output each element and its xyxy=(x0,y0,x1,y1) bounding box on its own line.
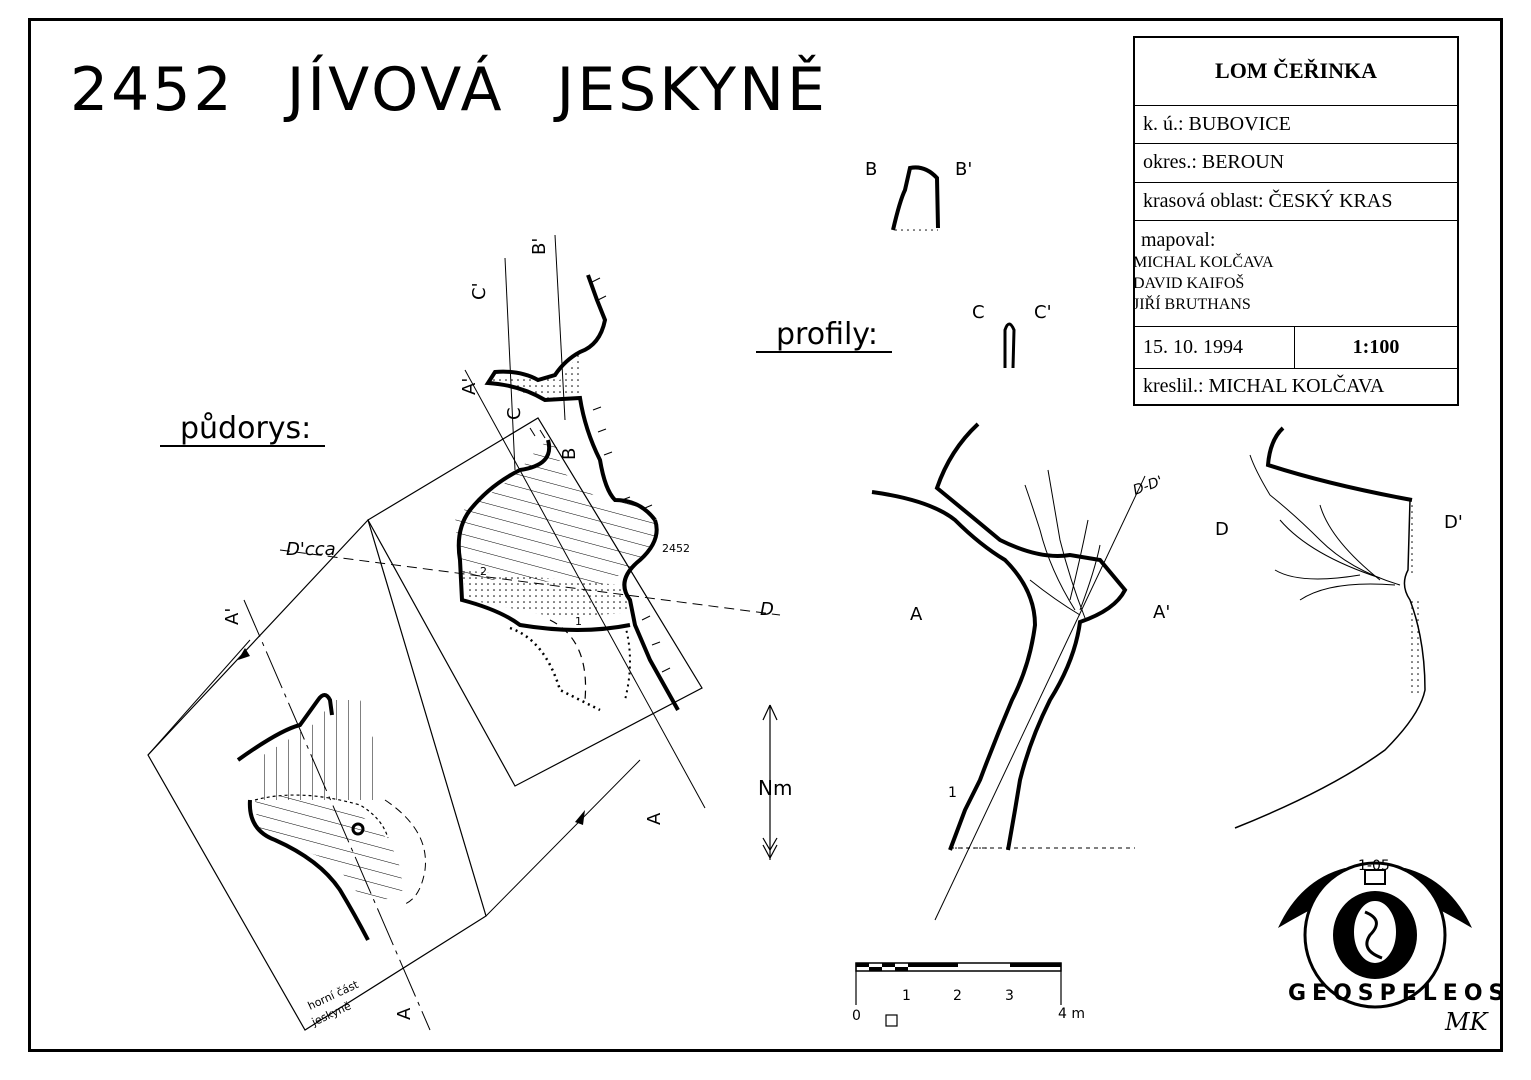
logo-code: 1-05 xyxy=(1358,858,1390,874)
section-c-prime-label: C' xyxy=(1034,302,1052,323)
profile-d-d-prime-label: D-D' xyxy=(1131,473,1165,498)
signature: MK xyxy=(1444,1008,1490,1036)
logo-name: GEOSPELEOS xyxy=(1288,981,1510,1006)
inset-arrow-line xyxy=(147,639,251,756)
inset-wall-top xyxy=(236,693,334,762)
scale-bar: 0 1 2 3 4 m xyxy=(852,962,1085,1027)
cave-number-label: 2452 xyxy=(662,542,690,555)
plan-label-a: A xyxy=(644,812,665,825)
map-frame xyxy=(28,18,1503,1052)
map-scale: 1:100 xyxy=(1352,336,1400,358)
section-b-label: B xyxy=(865,159,877,180)
scale-tick-2: 2 xyxy=(953,988,962,1004)
profile-a-wall-east xyxy=(934,422,1128,851)
plan-label-c: C xyxy=(504,407,525,420)
plan-label-b-prime: B' xyxy=(529,238,550,255)
inset-dashed-outline xyxy=(384,799,426,906)
cave-name-1: JÍVOVÁ xyxy=(286,55,505,125)
drawn-by: kreslil.: MICHAL KOLČAVA xyxy=(1143,375,1385,397)
district: okres.: BEROUN xyxy=(1135,144,1457,183)
inset-vertical-hatch xyxy=(255,700,380,800)
plan-wall-east-lower xyxy=(622,519,680,711)
cadastre: k. ú.: BUBOVICE xyxy=(1135,106,1457,144)
plan-label-b: B xyxy=(559,448,580,460)
north-arrow: Nm xyxy=(758,704,792,860)
inset-arrow-head-1 xyxy=(238,648,250,660)
profile-a-point-1: 1 xyxy=(948,785,957,801)
plan-label-a-prime: A' xyxy=(459,378,480,395)
profile-d-prime-label: D' xyxy=(1444,512,1463,533)
inset-hatched-floor xyxy=(255,795,403,905)
mapped-by-label: mapoval: xyxy=(1141,229,1216,251)
plan-label-d-prime-cca: D'cca xyxy=(286,539,336,560)
scale-tick-4: 4 m xyxy=(1058,1006,1085,1022)
plan-hatched-floor xyxy=(455,440,656,585)
geospeleos-logo: 1-05 GEOSPELEOS xyxy=(1278,858,1510,1009)
inset-label-a: A xyxy=(394,1007,415,1020)
inset-dripline xyxy=(254,794,389,839)
inset-point-marker xyxy=(351,822,365,836)
plan-frame xyxy=(367,417,703,787)
profile-d-label: D xyxy=(1215,519,1229,540)
plan-dripline xyxy=(509,626,601,712)
section-line-d xyxy=(279,549,781,616)
plan-dashed-outline xyxy=(549,619,587,701)
north-label: Nm xyxy=(758,776,792,800)
plan-dripline-2 xyxy=(624,624,631,701)
inset-arrow-head-2 xyxy=(575,810,585,825)
locality-name: LOM ČEŘINKA xyxy=(1135,38,1457,106)
mapped-by: mapoval: MICHAL KOLČAVA DAVID KAIFOŠ JIŘ… xyxy=(1133,221,1457,327)
section-c-label: C xyxy=(972,302,985,323)
profile-a: 1 A A' D-D' xyxy=(871,422,1170,921)
scale-tick-3: 3 xyxy=(1005,988,1014,1004)
plan-upper-part: A' A horní část jeskyně xyxy=(147,518,641,1031)
plan-wall-east xyxy=(484,274,657,522)
mapper-3: JIŘÍ BRUTHANS xyxy=(1133,296,1251,313)
plan-point-1: 1 xyxy=(575,615,582,628)
plan-point-2: 2 xyxy=(480,565,487,578)
plan-main: 2452 C' B' A' C B D'cca D A 2 1 xyxy=(279,234,781,825)
profile-d-wall-top xyxy=(1265,426,1413,502)
mapper-1: MICHAL KOLČAVA xyxy=(1133,254,1274,271)
inset-wall-bottom xyxy=(247,799,370,941)
profile-a-section-line xyxy=(934,475,1146,921)
profile-a-prime-label: A' xyxy=(1153,602,1170,623)
profile-d-roots xyxy=(1249,454,1401,601)
profile-a-wall-west xyxy=(871,490,1038,851)
inset-label-a-prime: A' xyxy=(222,608,243,625)
profile-d: D D' xyxy=(1215,426,1463,829)
plan-label-d: D xyxy=(760,599,774,620)
cross-section-c: C C' xyxy=(972,302,1052,369)
plan-wall-west xyxy=(456,439,631,632)
info-table: LOM ČEŘINKA k. ú.: BUBOVICE okres.: BERO… xyxy=(1133,36,1459,406)
inset-arrow-line-2 xyxy=(485,759,641,917)
profile-a-roots xyxy=(1024,469,1101,619)
cave-number: 2452 xyxy=(70,55,235,125)
scale-tick-0: 0 xyxy=(852,1008,861,1024)
section-b-prime-label: B' xyxy=(955,159,972,180)
karst-area: krasová oblast: ČESKÝ KRAS xyxy=(1135,183,1457,221)
cave-name-2: JESKYNĚ xyxy=(556,55,828,125)
survey-date: 15. 10. 1994 xyxy=(1135,327,1295,368)
mapper-2: DAVID KAIFOŠ xyxy=(1133,275,1245,292)
section-line-c xyxy=(504,257,516,471)
profile-d-wall xyxy=(1234,499,1426,829)
profiles-label: profily: xyxy=(756,318,892,353)
plan-label: půdorys: xyxy=(160,412,326,447)
plan-rock-edge-marks xyxy=(529,277,671,673)
plan-label-c-prime: C' xyxy=(469,282,490,300)
profile-a-label: A xyxy=(910,604,923,625)
cross-section-b: B B' xyxy=(865,159,972,231)
plan-sediment xyxy=(460,570,635,618)
date-scale-row: 15. 10. 1994 1:100 xyxy=(1135,327,1457,369)
scale-tick-1: 1 xyxy=(902,988,911,1004)
